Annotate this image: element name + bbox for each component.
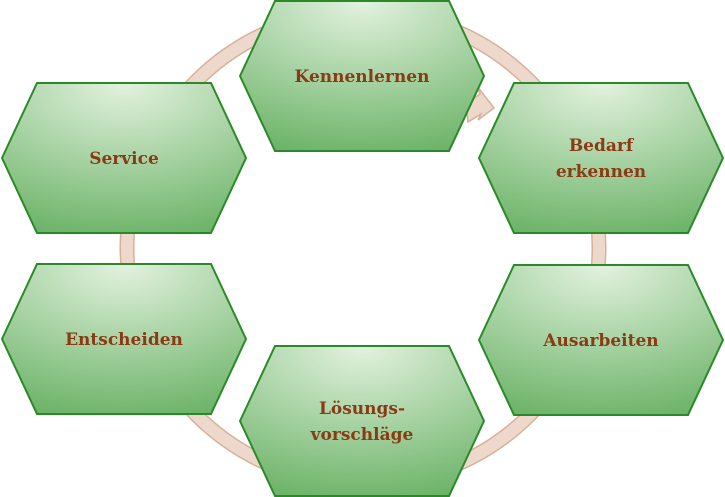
step-loesungen: Lösungs-vorschläge <box>238 345 486 497</box>
hexagon-shape <box>238 0 486 152</box>
step-service: Service <box>0 82 248 234</box>
step-label: Bedarf <box>569 136 635 156</box>
step-label: Service <box>89 149 159 169</box>
step-label: erkennen <box>556 162 646 182</box>
hexagon-shape <box>477 264 725 416</box>
step-label: vorschläge <box>310 425 414 445</box>
step-label: Ausarbeiten <box>542 331 658 351</box>
step-ausarbeiten: Ausarbeiten <box>477 264 725 416</box>
hexagon-shape <box>0 82 248 234</box>
hexagon-shape <box>238 345 486 497</box>
arrow-head-icon <box>465 85 496 124</box>
step-bedarf: Bedarf erkennen <box>477 82 725 234</box>
hexagon-shape <box>477 82 725 234</box>
hexagon-shape <box>0 263 248 415</box>
step-entscheiden: Entscheiden <box>0 263 248 415</box>
step-label: Entscheiden <box>65 330 183 350</box>
step-label: Lösungs- <box>319 399 405 419</box>
step-kennenlernen: Kennenlernen <box>238 0 486 152</box>
step-label: Kennenlernen <box>295 67 430 87</box>
